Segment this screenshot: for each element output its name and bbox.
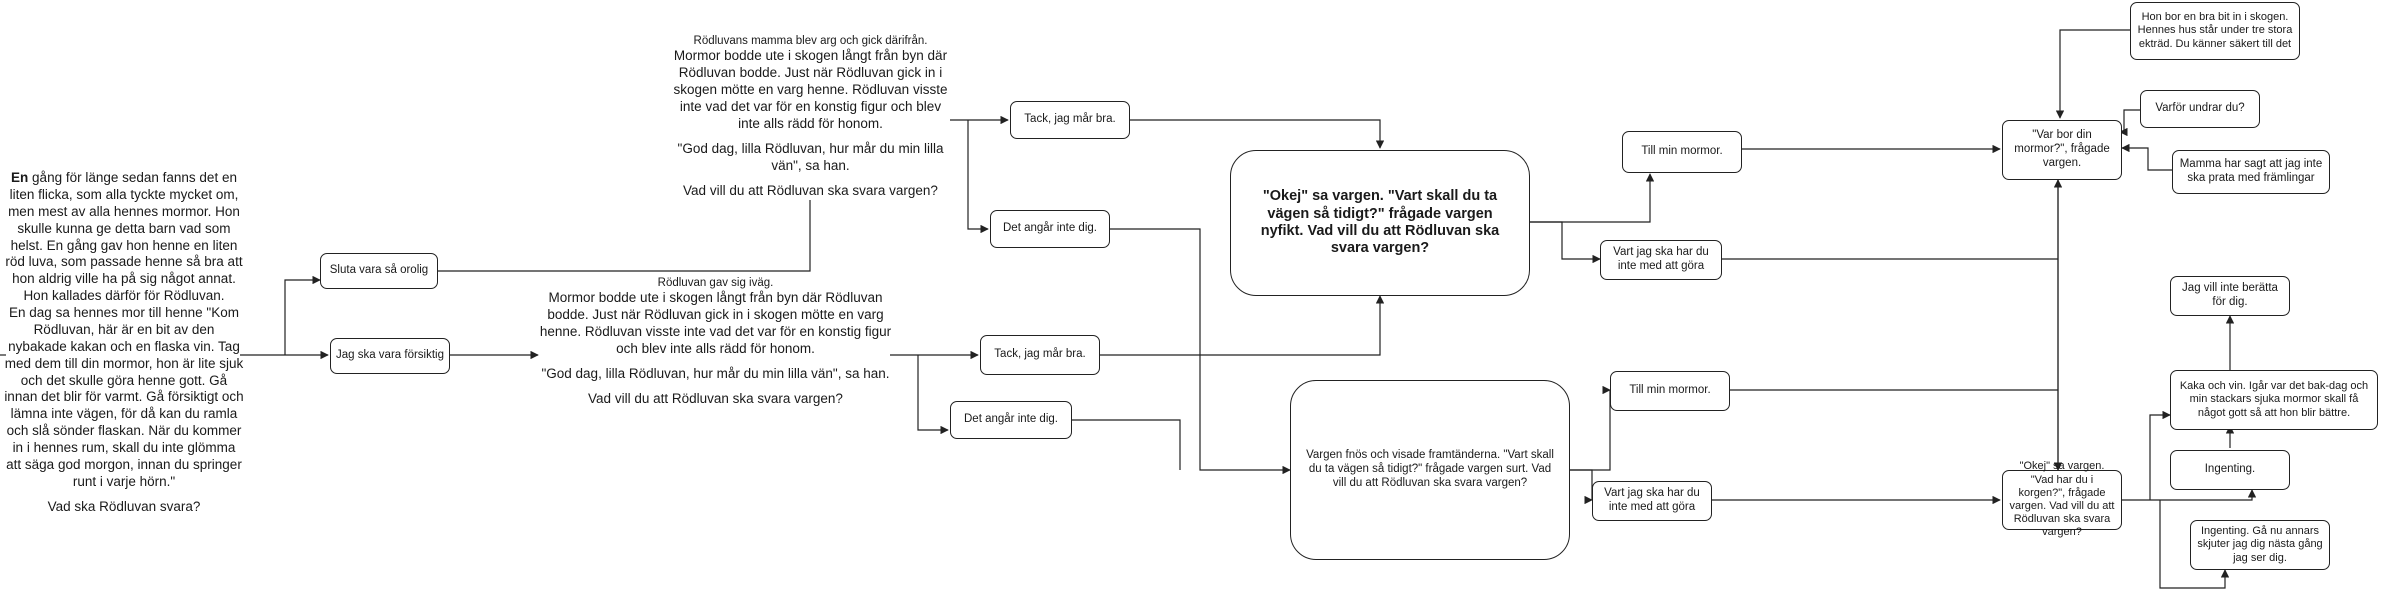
edge-to-stop	[284, 275, 321, 355]
angry-text: Rödluvans mamma blev arg och gick därifr…	[668, 34, 953, 199]
angry-heading: Rödluvans mamma blev arg och gick därifr…	[693, 35, 928, 47]
node-ingenting-ga-nu[interactable]: Ingenting. Gå nu annars skjuter jag dig …	[2190, 520, 2330, 570]
intro-paragraph-2: En dag sa hennes mor till henne "Kom Röd…	[4, 305, 244, 489]
node-vad-har-du-i-korgen[interactable]: "Okej" sa vargen. "Vad har du i korgen?"…	[2002, 460, 2122, 538]
went-heading: Rödluvan gav sig iväg.	[657, 277, 774, 289]
edge-none1-to-teeth	[1110, 228, 1291, 475]
edge-none2-to-teeth	[1072, 419, 1181, 470]
edge-fine2-to-okej	[1100, 295, 1385, 356]
angry-body: Mormor bodde ute i skogen långt från byn…	[673, 48, 948, 131]
edge-basket-to-nothing	[2120, 489, 2257, 501]
angry-question: Vad vill du att Rödluvan ska svara varge…	[683, 182, 938, 198]
node-jag-ska-vara-forsiktig[interactable]: Jag ska vara försiktig	[330, 338, 450, 374]
intro-rest: gång för länge sedan fanns det en liten …	[5, 170, 243, 304]
node-till-min-mormor-2[interactable]: Till min mormor.	[1610, 371, 1730, 411]
node-vart-jag-ska-2[interactable]: Vart jag ska har du inte med att göra	[1592, 481, 1712, 521]
edge-basket-to-leave	[2159, 500, 2230, 589]
node-hon-bor-en-bra-bit[interactable]: Hon bor en bra bit in i skogen. Hennes h…	[2130, 2, 2300, 60]
edge-went-to-none2	[917, 355, 949, 435]
node-ingenting[interactable]: Ingenting.	[2170, 450, 2290, 490]
node-det-angar-inte-dig-2[interactable]: Det angår inte dig.	[950, 401, 1072, 439]
edge-far-to-where	[2055, 29, 2130, 119]
went-quote: "God dag, lilla Rödluvan, hur mår du min…	[541, 365, 890, 381]
edge-why-to-where	[2119, 109, 2140, 137]
node-vargen-fnos[interactable]: Vargen fnös och visade framtänderna. "Va…	[1290, 380, 1570, 560]
node-vart-jag-ska-1[interactable]: Vart jag ska har du inte med att göra	[1600, 240, 1722, 280]
went-text: Rödluvan gav sig iväg. Mormor bodde ute …	[538, 276, 893, 408]
node-tack-jag-mar-bra-1[interactable]: Tack, jag mår bra.	[1010, 101, 1130, 139]
node-det-angar-inte-dig-1[interactable]: Det angår inte dig.	[990, 210, 1110, 248]
edge-basket-to-cake	[2149, 410, 2171, 500]
edge-fine1-to-okej	[1130, 119, 1385, 149]
intro-question: Vad ska Rödluvan svara?	[47, 498, 201, 514]
intro-text: En gång för länge sedan fanns det en lit…	[4, 170, 244, 516]
node-varfor-undrar-du[interactable]: Varför undrar du?	[2140, 90, 2260, 128]
edge-stop-to-angry	[437, 200, 811, 272]
edge-mom-to-where	[2121, 143, 2172, 171]
node-till-min-mormor-1[interactable]: Till min mormor.	[1622, 131, 1742, 173]
node-var-bor-din-mormor[interactable]: "Var bor din mormor?", frågade vargen.	[2002, 120, 2122, 180]
went-question: Vad vill du att Rödluvan ska svara varge…	[588, 390, 843, 406]
intro-bold: En	[11, 170, 29, 185]
node-okej-vart-skall-du[interactable]: "Okej" sa vargen. "Vart skall du ta väge…	[1230, 150, 1530, 296]
node-jag-vill-inte-beratta[interactable]: Jag vill inte berätta för dig.	[2170, 276, 2290, 316]
node-sluta-vara-sa-orolig[interactable]: Sluta vara så orolig	[320, 253, 438, 289]
node-tack-jag-mar-bra-2[interactable]: Tack, jag mår bra.	[980, 335, 1100, 375]
edge-teeth-to-mor2	[1570, 389, 1615, 471]
edge-okej-to-none3	[1530, 221, 1601, 264]
node-mamma-har-sagt[interactable]: Mamma har sagt att jag inte ska prata me…	[2172, 150, 2330, 194]
node-kaka-och-vin[interactable]: Kaka och vin. Igår var det bak-dag och m…	[2170, 370, 2378, 430]
angry-quote: "God dag, lilla Rödluvan, hur mår du min…	[677, 140, 944, 173]
edge-angry-to-none1	[967, 120, 989, 234]
edge-okej-to-mor1	[1530, 173, 1655, 223]
edge-teeth-to-none4	[1570, 469, 1597, 501]
went-body: Mormor bodde ute i skogen långt från byn…	[539, 290, 892, 356]
